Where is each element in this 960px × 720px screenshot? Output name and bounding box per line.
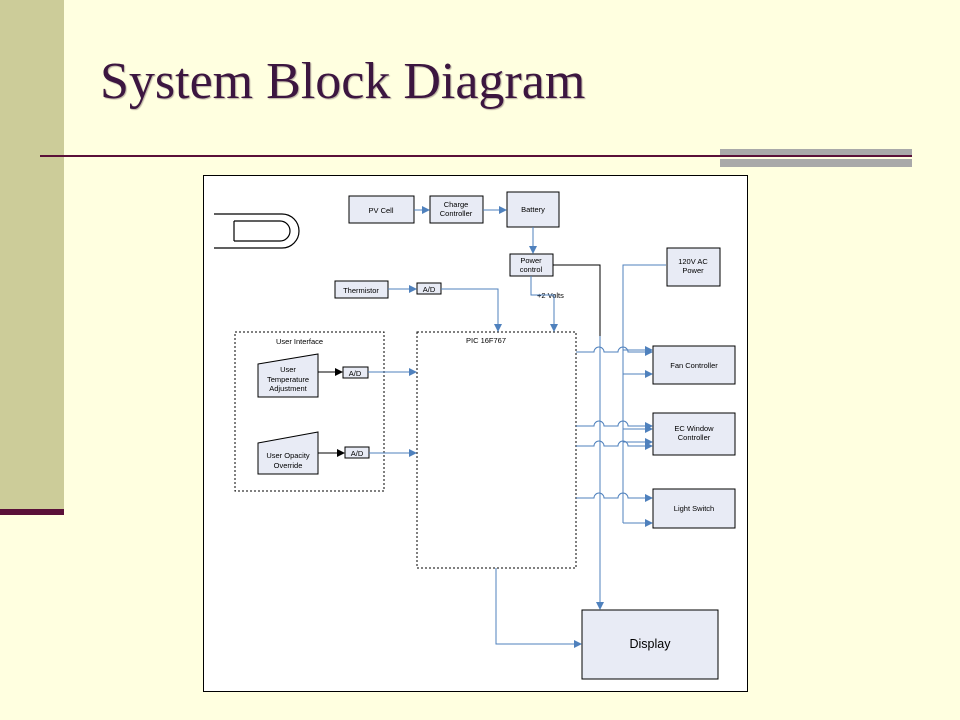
battery-label: Battery: [521, 205, 545, 214]
ac-bus-line: [622, 264, 666, 523]
user-temp-block: [257, 353, 319, 398]
ec-window-block: [652, 412, 736, 456]
title-rule-accent-lower: [720, 159, 912, 167]
power-control-label: Power: [520, 256, 542, 265]
ad-to-pic-arrow: [441, 288, 502, 332]
display-label: Display: [630, 637, 672, 651]
pic-to-fan: [576, 346, 653, 356]
pic-block: [416, 331, 577, 569]
ec-window-label-2: Controller: [678, 433, 711, 442]
block-diagram: PV Cell Charge Controller Battery Power …: [203, 175, 748, 692]
thermistor-ad-label: A/D: [423, 285, 436, 294]
user-opacity-block: [257, 431, 319, 475]
ac-power-label-2: Power: [682, 266, 704, 275]
slide-sidebar: [0, 0, 64, 512]
user-opacity-label: User Opacity: [266, 451, 310, 460]
fan-controller-block: [652, 345, 736, 385]
user-temp-ad-label: A/D: [349, 369, 362, 378]
display-block: [581, 609, 719, 680]
user-temp-label: User: [280, 365, 296, 374]
user-temp-label-3: Adjustment: [269, 384, 307, 393]
thermistor-label: Thermistor: [343, 286, 379, 295]
light-switch-block: [652, 488, 736, 529]
connectors: [368, 206, 666, 648]
user-opacity-label-2: Override: [274, 461, 303, 470]
user-temp-label-2: Temperature: [267, 375, 309, 384]
charge-controller-label-2: Controller: [440, 209, 473, 218]
ac-power-label: 120V AC: [678, 257, 708, 266]
light-switch-label: Light Switch: [674, 504, 714, 513]
black-connectors: [318, 264, 601, 457]
user-interface-label: User Interface: [276, 337, 323, 346]
user-interface-group: [234, 331, 385, 492]
user-opacity-ad-label: A/D: [351, 449, 364, 458]
slide-title: System Block Diagram: [100, 53, 586, 110]
pic-to-ec-2: [576, 440, 653, 450]
ec-window-label: EC Window: [674, 424, 714, 433]
charge-controller-label: Charge: [444, 200, 469, 209]
title-rule-accent: [720, 149, 912, 155]
title-rule: [40, 155, 912, 157]
pic-label: PIC 16F767: [466, 336, 506, 345]
pic-to-display-arrow: [495, 568, 582, 648]
charge-controller-block: [429, 195, 484, 224]
pic-to-ec-1: [576, 420, 653, 430]
power-to-pic-arrow: [530, 276, 558, 332]
sidebar-accent: [0, 509, 64, 515]
pic-to-light: [576, 492, 653, 502]
power-control-label-2: control: [520, 265, 543, 274]
power-to-display-line: [553, 264, 601, 336]
ac-power-block: [666, 247, 721, 287]
sun-icon: [214, 213, 300, 249]
pv-cell-label: PV Cell: [368, 206, 393, 215]
fan-controller-label: Fan Controller: [670, 361, 718, 370]
diagram-canvas: PV Cell Charge Controller Battery Power …: [214, 191, 736, 680]
